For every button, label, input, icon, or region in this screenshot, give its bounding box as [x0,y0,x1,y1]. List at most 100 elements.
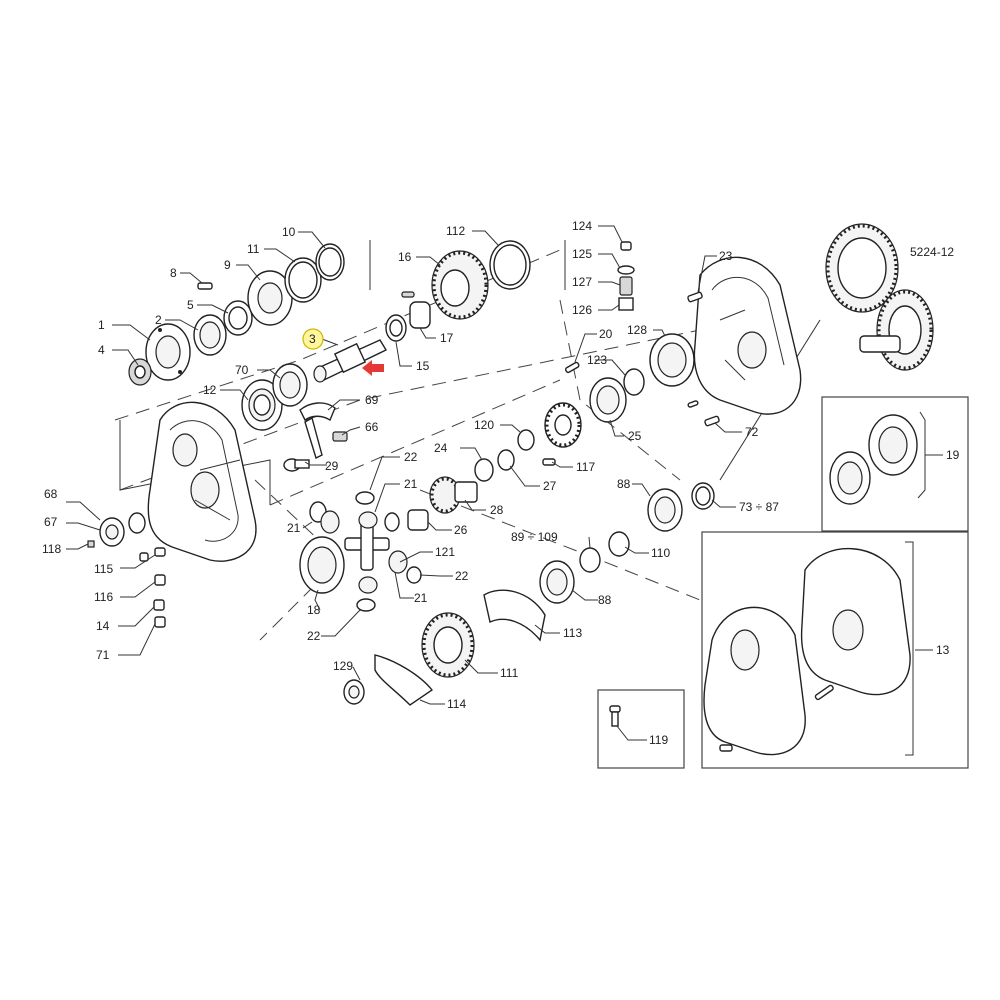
label-24: 24 [434,441,448,455]
label-112: 112 [446,224,465,238]
label-11: 11 [247,242,260,256]
label-124: 124 [572,219,592,233]
part-plate-9 [247,270,293,326]
highlight-arrow [362,360,384,376]
part-pinion-21d [358,576,378,594]
label-10: 10 [282,225,296,239]
label-116: 116 [94,590,113,604]
label-119: 119 [649,733,668,747]
part-ring-5 [223,300,253,336]
part-ring-120 [517,429,535,451]
label-70: 70 [235,363,249,377]
part-washer-22c [356,598,376,612]
inset-frame-119 [597,689,685,769]
label-22b: 22 [455,569,469,583]
label-27: 27 [543,479,557,493]
part-sleeve-26 [384,509,429,532]
label-68: 68 [44,487,58,501]
part-screw-118 [87,540,95,548]
leader-lines [66,225,943,756]
label-89-109: 89 ÷ 109 [511,530,558,544]
part-bearing-70 [272,363,308,407]
label-8: 8 [170,266,177,280]
label-25: 25 [628,429,642,443]
part-pinion-21a [358,511,378,529]
part-gear-16 [431,250,489,320]
label-22c: 22 [307,629,321,643]
label-120: 120 [474,418,494,432]
part-hub-24 [544,402,582,448]
label-18: 18 [307,603,321,617]
part-clutch-19 [829,414,918,505]
label-21b: 21 [287,521,301,535]
part-bearing-128 [649,333,695,387]
part-flange-1 [145,323,191,381]
label-29: 29 [325,459,339,473]
part-ring-27a [474,458,494,482]
part-screw-124 [620,241,632,251]
label-5: 5 [187,298,194,312]
part-washer-22b [406,566,422,584]
part-housing-13 [703,548,911,756]
housing-right [693,256,802,415]
part-pinion-21c [388,550,408,574]
part-gear-111 [421,612,475,678]
label-9: 9 [224,258,231,272]
label-115: 115 [94,562,113,576]
label-13: 13 [936,643,950,657]
label-26: 26 [454,523,468,537]
label-110: 110 [651,546,670,560]
part-ring-27b [497,449,515,471]
label-118: 118 [42,542,61,556]
part-plug-129 [343,679,365,705]
label-2: 2 [155,313,162,327]
part-pinion-21b [320,510,340,534]
part-pin-117 [542,458,556,466]
callout-part-3: 3 [302,328,339,350]
label-15: 15 [416,359,430,373]
part-shield-114 [374,654,434,706]
part-bearing-88b [539,560,575,604]
label-14: 14 [96,619,110,633]
label-1: 1 [98,318,105,332]
label-129: 129 [333,659,353,673]
label-16: 16 [398,250,412,264]
label-20: 20 [599,327,613,341]
label-19: 19 [946,448,960,462]
part-fork-69 [299,402,336,459]
part-block-126 [618,297,634,311]
part-bolt-116 [154,574,166,586]
part-cross-18 [344,517,390,571]
label-88b: 88 [598,593,612,607]
part-bolt-71 [154,616,166,628]
label-114: 114 [447,697,466,711]
part-seal-2 [193,314,227,356]
label-71: 71 [96,648,110,662]
diagram-reference-code: 5224-12 [910,245,954,259]
part-shaft-3 [313,339,387,383]
part-ring-110 [608,531,630,557]
part-ring-123 [623,368,645,396]
label-128: 128 [627,323,647,337]
part-bearing-88a [647,488,683,532]
part-ring-68 [128,512,146,534]
housing-left [147,401,257,562]
label-67: 67 [44,515,58,529]
part-bolt-72 [704,415,720,427]
part-bolt-29 [283,458,310,472]
label-28: 28 [490,503,504,517]
label-21c: 21 [414,591,428,605]
part-nut-4 [128,358,152,386]
label-123: 123 [587,353,607,367]
part-pin-20 [564,361,580,374]
part-bolt-8 [197,282,213,290]
part-valve-67 [99,517,125,547]
part-bolt-14 [153,599,165,611]
part-bolt-23 [687,291,703,303]
part-washer-22a [355,491,375,505]
part-gear-28 [429,476,478,514]
label-127: 127 [572,275,592,289]
label-121: 121 [435,545,455,559]
label-12: 12 [203,383,217,397]
